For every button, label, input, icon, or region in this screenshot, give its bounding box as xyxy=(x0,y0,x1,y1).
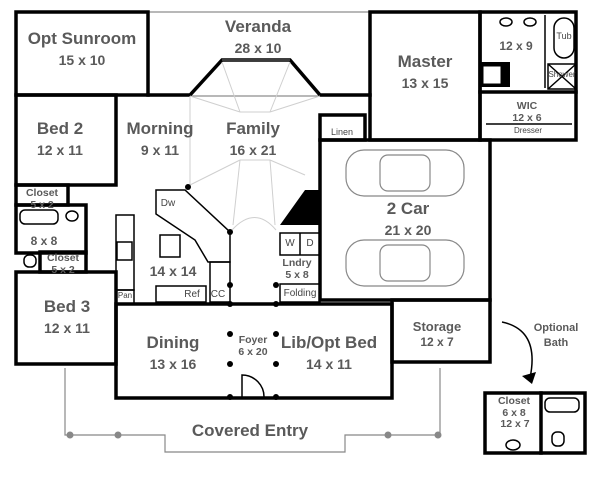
room-kitchen: 14 x 14 xyxy=(149,263,197,279)
family-ceiling-lines xyxy=(189,61,321,231)
bath-2-tub xyxy=(19,209,59,225)
shower-label: Shower xyxy=(548,70,576,79)
car-bottom xyxy=(345,239,465,287)
dresser-label: Dresser xyxy=(513,126,543,135)
family-bay-wall xyxy=(146,58,372,97)
cooktop xyxy=(116,241,133,261)
front-rooms-walls xyxy=(114,302,394,400)
dishwasher-label: Dw xyxy=(160,198,176,209)
room-opt-bath: 12 x 7 xyxy=(500,418,530,430)
refrigerator-label: Ref xyxy=(184,289,200,300)
washer-label: W xyxy=(285,238,295,249)
porch-outline xyxy=(64,368,441,453)
linen-label: Linen xyxy=(330,127,354,137)
tub-label: Tub xyxy=(556,31,572,41)
optional-bath-arrow xyxy=(501,321,533,379)
optional-bath-walls xyxy=(483,391,587,455)
room-covered-entry: Covered Entry xyxy=(191,421,309,440)
dryer-label: D xyxy=(306,238,314,249)
front-door-swing xyxy=(241,374,265,399)
room-master-bath: 12 x 9 xyxy=(499,39,533,53)
folding-label: Folding xyxy=(283,288,317,299)
room-bath-2: 8 x 8 xyxy=(30,234,58,248)
tub-shape xyxy=(553,17,575,59)
shower-box xyxy=(547,63,577,90)
pantry-label: Pan xyxy=(117,291,133,300)
car-top xyxy=(345,149,465,197)
coat-closet-label: CC xyxy=(210,289,226,300)
